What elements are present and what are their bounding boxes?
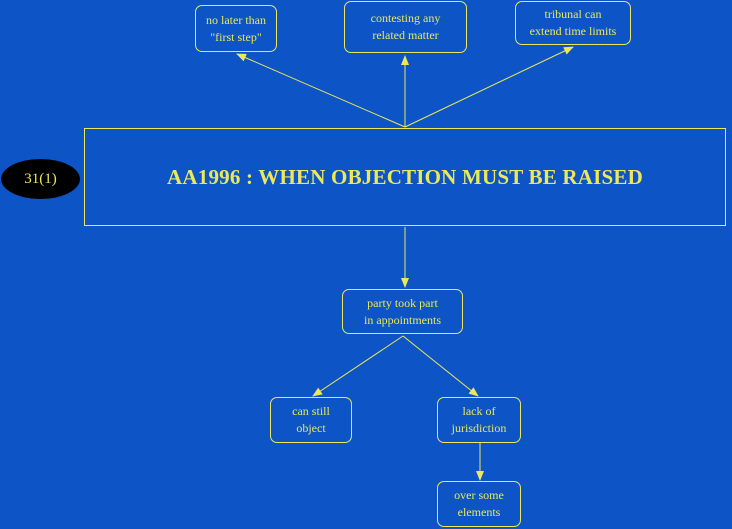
node-contesting: contesting any related matter: [344, 1, 467, 53]
section-reference-oval: 31(1): [1, 159, 80, 199]
node-party: party took part in appointments: [342, 289, 463, 334]
main-topic-box: AA1996 : WHEN OBJECTION MUST BE RAISED: [84, 128, 726, 226]
node-first-step-line1: no later than: [206, 12, 266, 27]
node-can-object-line2: object: [296, 421, 326, 435]
node-first-step: no later than "first step": [195, 5, 277, 52]
node-jurisdiction-line1: lack of: [462, 404, 496, 418]
node-extend: tribunal can extend time limits: [515, 1, 631, 45]
arrow-to-jurisdiction: [402, 335, 479, 397]
node-contesting-line1: contesting any: [370, 11, 441, 25]
node-elements-line2: elements: [457, 505, 501, 519]
main-topic-title: AA1996 : WHEN OBJECTION MUST BE RAISED: [167, 164, 643, 189]
node-party-line1: party took part: [367, 295, 438, 310]
arrow-to-first-step: [236, 53, 406, 128]
node-extend-line2: extend time limits: [529, 24, 617, 38]
node-can-object: can still object: [270, 397, 352, 443]
node-contesting-line2: related matter: [372, 28, 439, 42]
node-extend-line1: tribunal can: [544, 7, 602, 21]
arrow-to-can-object: [312, 335, 404, 397]
arrow-to-extend: [404, 46, 574, 128]
node-party-line2: in appointments: [364, 312, 441, 327]
node-jurisdiction: lack of jurisdiction: [437, 397, 521, 443]
node-elements-line1: over some: [454, 488, 504, 502]
node-can-object-line1: can still: [292, 404, 330, 418]
node-first-step-line2: "first step": [210, 29, 262, 44]
node-elements: over some elements: [437, 481, 521, 527]
section-reference-label: 31(1): [24, 170, 57, 187]
node-jurisdiction-line2: jurisdiction: [451, 421, 507, 435]
